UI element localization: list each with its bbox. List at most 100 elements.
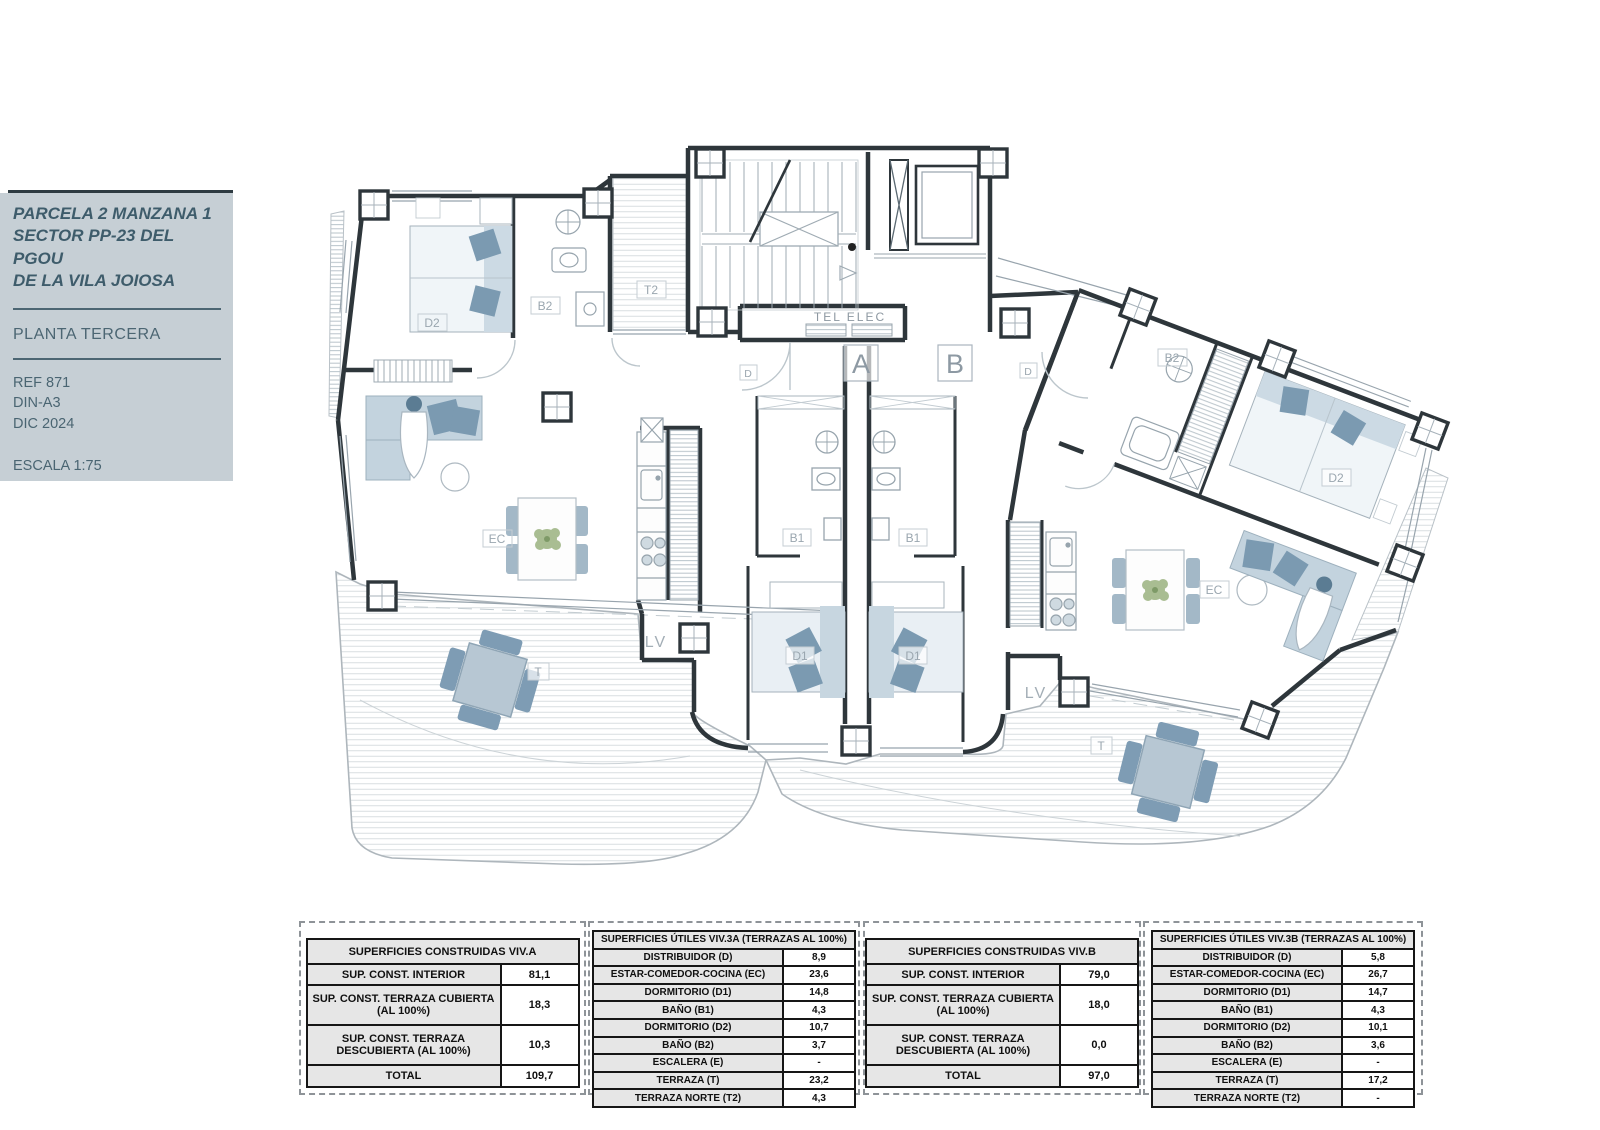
row-label: DORMITORIO (D2) (592, 1017, 784, 1038)
row-label: ESCALERA (E) (592, 1053, 784, 1073)
svg-text:B1: B1 (906, 531, 921, 545)
row-value: 4,3 (782, 1000, 856, 1020)
title-block: PARCELA 2 MANZANA 1 SECTOR PP-23 DEL PGO… (0, 190, 233, 481)
table-useful-areas-viv-3b: SUPERFICIES ÚTILES VIV.3B (TERRAZAS AL 1… (1143, 921, 1423, 1108)
plant-a (534, 528, 561, 550)
row-value: 14,7 (1341, 982, 1415, 1003)
stair-direction-arrow (839, 265, 858, 281)
row-label: BAÑO (B2) (1151, 1035, 1343, 1056)
kitchen-a (636, 417, 667, 601)
bathroom-b2-b (1120, 355, 1193, 471)
row-value: 18,3 (499, 984, 580, 1026)
label-b2-b: B2 (1157, 348, 1188, 367)
table-title: SUPERFICIES CONSTRUIDAS VIV.A (305, 938, 580, 965)
row-label: TERRAZA NORTE (T2) (592, 1088, 784, 1108)
row-value: 14,8 (782, 982, 856, 1003)
row-label: BAÑO (B1) (592, 1000, 784, 1020)
row-label: DISTRIBUIDOR (D) (592, 947, 784, 968)
label-ec-a: EC (482, 529, 513, 548)
label-t2: T2 (636, 280, 667, 299)
label-lv-b: LV (1025, 685, 1047, 702)
row-value: 4,3 (1341, 1000, 1415, 1020)
row-value: 8,9 (782, 947, 856, 968)
table-title: SUPERFICIES ÚTILES VIV.3B (TERRAZAS AL 1… (1151, 930, 1415, 950)
stair-start-dot (848, 243, 856, 251)
svg-text:EC: EC (1206, 583, 1223, 597)
label-b1-right: B1 (898, 528, 928, 547)
row-label: SUP. CONST. TERRAZA DESCUBIERTA (AL 100%… (305, 1024, 502, 1066)
sofa-b (1229, 529, 1357, 662)
row-value: 10,7 (782, 1017, 856, 1038)
svg-text:EC: EC (489, 532, 506, 546)
svg-text:B2: B2 (538, 299, 553, 313)
dining-b (1112, 549, 1200, 631)
row-value: - (1341, 1053, 1415, 1073)
label-ec-b: EC (1199, 580, 1230, 599)
wing-door-arc (1065, 463, 1115, 490)
row-label: TOTAL (865, 1064, 1061, 1088)
row-value: 4,3 (782, 1088, 856, 1108)
label-lv-a: LV (645, 634, 667, 651)
label-d1-right: D1 (898, 646, 928, 665)
row-value: 81,1 (499, 963, 580, 986)
label-d1-left: D1 (785, 646, 815, 665)
table-built-areas-viv-b: SUPERFICIES CONSTRUIDAS VIV.B SUP. CONST… (863, 921, 1141, 1095)
person-figure-a (399, 396, 429, 479)
row-label: TOTAL (305, 1064, 502, 1088)
row-value: 26,7 (1341, 965, 1415, 985)
stair-cut-line (748, 159, 792, 243)
divider (13, 357, 221, 360)
row-label: TERRAZA (T) (592, 1070, 784, 1091)
label-b2-a: B2 (530, 296, 561, 315)
row-label: DORMITORIO (D1) (592, 982, 784, 1003)
row-value: 18,0 (1059, 984, 1139, 1026)
project-title: PARCELA 2 MANZANA 1 SECTOR PP-23 DEL PGO… (13, 204, 212, 291)
staircase (699, 159, 859, 311)
row-value: 10,3 (499, 1024, 580, 1066)
label-t-a: T (527, 662, 550, 681)
row-label: BAÑO (B1) (1151, 1000, 1343, 1020)
label-d2-a: D2 (417, 313, 448, 332)
row-value: 3,7 (782, 1035, 856, 1056)
svg-text:D1: D1 (792, 649, 808, 663)
row-label: SUP. CONST. INTERIOR (865, 963, 1061, 986)
divider (13, 307, 221, 310)
plant-b (1142, 579, 1169, 601)
unit-b-wing (1023, 288, 1433, 662)
row-value: 23,6 (782, 965, 856, 985)
side-table-a (440, 462, 470, 492)
dining-a (506, 497, 588, 581)
row-label: BAÑO (B2) (592, 1035, 784, 1056)
table-built-areas-viv-a: SUPERFICIES CONSTRUIDAS VIV.A SUP. CONST… (299, 921, 586, 1095)
svg-text:D2: D2 (424, 316, 440, 330)
scale-note: ESCALA 1:75 (13, 458, 102, 475)
label-t-b: T (1090, 736, 1113, 755)
row-label: SUP. CONST. TERRAZA CUBIERTA (AL 100%) (865, 984, 1061, 1026)
svg-text:B1: B1 (790, 531, 805, 545)
svg-text:T: T (1097, 739, 1105, 753)
svg-text:D: D (744, 368, 752, 380)
floor-name: PLANTA TERCERA (13, 325, 161, 343)
row-label: DORMITORIO (D1) (1151, 982, 1343, 1003)
bathroom-b2-a (551, 209, 605, 327)
svg-text:D: D (1024, 366, 1032, 378)
row-label: DISTRIBUIDOR (D) (1151, 947, 1343, 968)
row-value: 3,6 (1341, 1035, 1415, 1056)
row-label: DORMITORIO (D2) (1151, 1017, 1343, 1038)
row-value: 23,2 (782, 1070, 856, 1091)
bathrooms-b1 (757, 395, 956, 541)
row-label: ESCALERA (E) (1151, 1053, 1343, 1073)
row-value: 10,1 (1341, 1017, 1415, 1038)
label-b1-left: B1 (782, 528, 812, 547)
row-label: SUP. CONST. TERRAZA CUBIERTA (AL 100%) (305, 984, 502, 1026)
terrace-north-t2-area (612, 175, 687, 331)
row-label: TERRAZA NORTE (T2) (1151, 1088, 1343, 1108)
partition-walls (666, 396, 1044, 742)
unit-label-b: B (937, 344, 973, 382)
shaft-b (1009, 521, 1041, 627)
sheet-meta: REF 871 DIN-A3 DIC 2024 (13, 374, 75, 432)
row-value: 5,8 (1341, 947, 1415, 968)
door-arcs (476, 337, 1089, 399)
tel-elec-label: TEL ELEC (814, 310, 886, 324)
